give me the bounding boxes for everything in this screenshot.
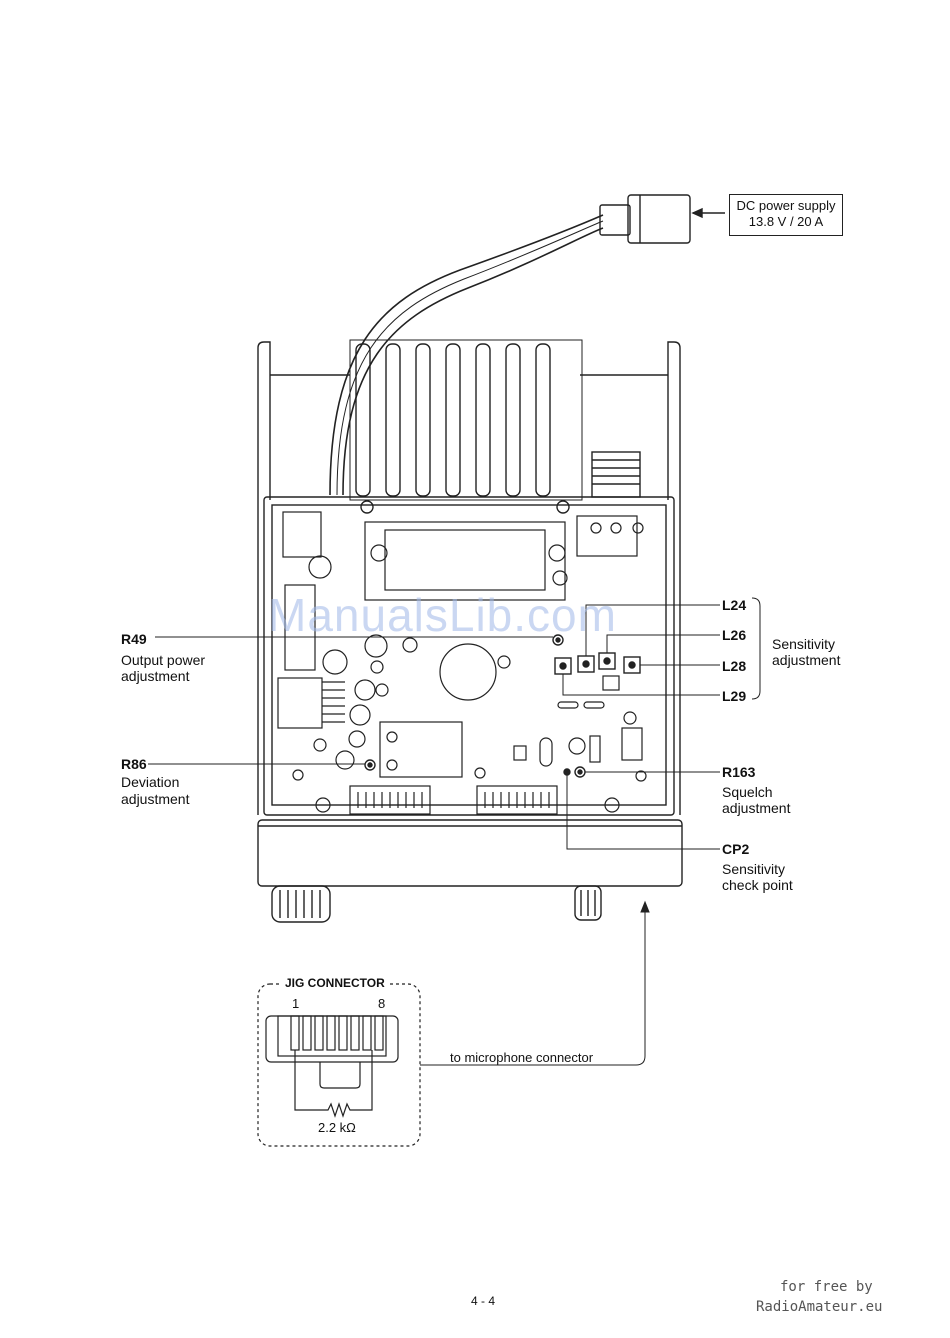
jig-connector-title: JIG CONNECTOR — [282, 975, 388, 991]
footer-line2: RadioAmateur.eu — [756, 1299, 882, 1315]
footer-line1: for free by — [780, 1279, 873, 1295]
l28-label: L28 — [722, 658, 746, 674]
l24-label: L24 — [722, 597, 746, 613]
r49-desc-line1: Output power — [121, 652, 205, 668]
page-number: 4 - 4 — [471, 1293, 495, 1309]
power-supply-label: DC power supply — [730, 198, 842, 214]
r163-desc-line1: Squelch — [722, 784, 773, 800]
jig-pin-8: 8 — [378, 996, 385, 1012]
r49-label: R49 — [121, 631, 147, 647]
antenna-connector — [592, 452, 640, 497]
pcb-components — [278, 512, 646, 814]
cp2-point — [564, 769, 570, 775]
sensitivity-adj-line2: adjustment — [772, 652, 840, 668]
power-supply-rating: 13.8 V / 20 A — [730, 214, 842, 230]
cp2-desc-line2: check point — [722, 877, 793, 893]
jig-pin-1: 1 — [292, 996, 299, 1012]
r163-desc-line2: adjustment — [722, 800, 790, 816]
dc-power-supply-box: DC power supply 13.8 V / 20 A — [729, 194, 843, 236]
r86-label: R86 — [121, 756, 147, 772]
heat-sink — [350, 340, 582, 513]
cp2-desc-line1: Sensitivity — [722, 861, 785, 877]
l26-label: L26 — [722, 627, 746, 643]
sensitivity-adj-line1: Sensitivity — [772, 636, 835, 652]
cp2-label: CP2 — [722, 841, 749, 857]
watermark: ManualsLib.com — [268, 588, 617, 642]
leader-lines — [148, 598, 760, 1065]
r49-desc-line2: adjustment — [121, 668, 189, 684]
resistor-value: 2.2 kΩ — [318, 1120, 356, 1136]
l29-label: L29 — [722, 688, 746, 704]
r86-desc-line1: Deviation — [121, 774, 179, 790]
r163-label: R163 — [722, 764, 755, 780]
r86-desc-line2: adjustment — [121, 791, 189, 807]
to-mic-connector-label: to microphone connector — [450, 1050, 593, 1066]
